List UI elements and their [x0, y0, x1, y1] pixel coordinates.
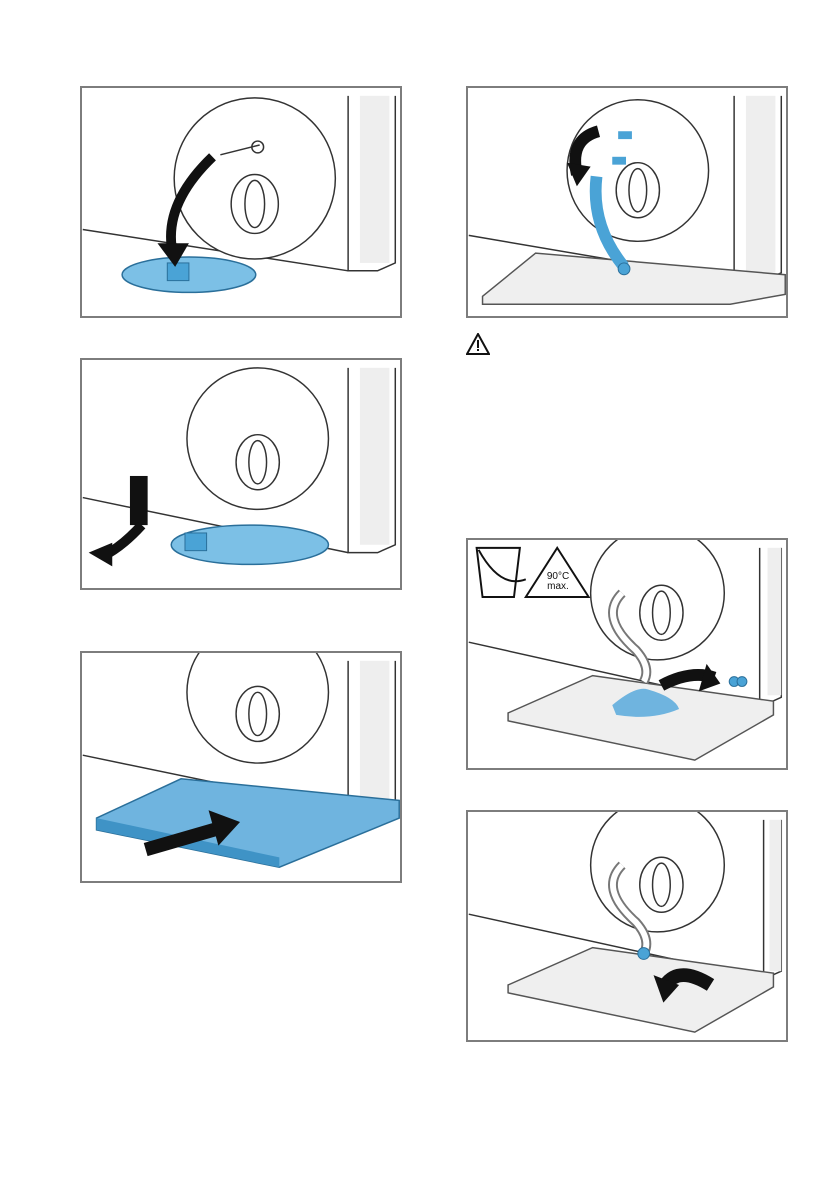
illustration-open-service-flap — [80, 86, 402, 318]
machine-flap-open-drawing — [82, 88, 400, 316]
tray-slide-drawing — [82, 653, 400, 881]
machine-flap-remove-drawing — [82, 360, 400, 588]
illustration-slide-tray-under — [80, 651, 402, 883]
arrow-down-bar-icon — [130, 476, 148, 525]
warning-triangle-icon — [466, 333, 490, 355]
plug-replace-drawing — [468, 812, 786, 1040]
illustration-drain-water-into-tray: 90°C max. — [466, 538, 788, 770]
bucket-icon — [477, 548, 526, 597]
illustration-pull-out-hose — [466, 86, 788, 318]
illustration-remove-flap — [80, 358, 402, 590]
badge-line2: max. — [534, 582, 582, 592]
drain-water-drawing — [468, 540, 786, 768]
illustration-replace-hose-plug — [466, 810, 788, 1042]
arrow-left-icon — [89, 543, 113, 567]
hose-pull-drawing — [468, 88, 786, 316]
